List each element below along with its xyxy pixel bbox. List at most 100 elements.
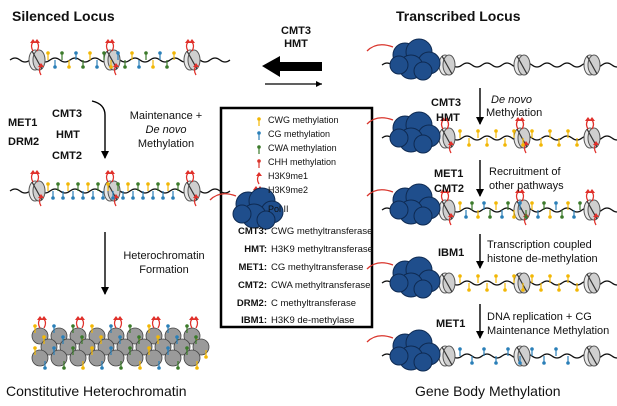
- hetero-mark-a-2: [71, 324, 75, 333]
- left-strand-1-methyl-mark-5: [81, 60, 85, 69]
- right-strand-5-nucleosome-1: [513, 345, 531, 367]
- hetero-mark-a-24: [147, 346, 151, 355]
- left-strand-2-methyl-mark-20: [146, 182, 150, 191]
- right-strand-5-methyl-mark-5: [518, 356, 522, 365]
- right-strand-4: [366, 256, 617, 299]
- hetero-h3k9-icon-4: [113, 316, 123, 329]
- hetero-nucleosome-19: [50, 349, 68, 367]
- right-strand-3-methyl-mark-15: [548, 210, 552, 219]
- legend-chh-icon: [257, 159, 261, 168]
- hetero-nucleosome-22: [107, 349, 125, 367]
- hetero-mark-a-12: [99, 335, 103, 344]
- legend-chh-label: CHH methylation: [268, 157, 337, 167]
- left-strand-2-methyl-mark-24: [166, 182, 170, 191]
- left-strand-2-methyl-mark-13: [111, 191, 115, 200]
- right-strand-3-methyl-mark-9: [512, 210, 516, 219]
- hetero-h3k9-icon-6: [151, 316, 161, 329]
- left-strand-2: [9, 170, 231, 207]
- hetero-nucleosome-15: [154, 338, 172, 356]
- right-strand-4-methyl-mark-12: [566, 274, 570, 283]
- right-strand-5-methyl-mark-7: [542, 356, 546, 365]
- right-strand-5-methyl-mark-3: [494, 356, 498, 365]
- left-strand-1-nucleosome-1-h3k9-icon: [105, 39, 115, 52]
- left-strand-2-methyl-mark-9: [91, 191, 95, 200]
- hetero-mark-a-25: [166, 346, 170, 355]
- left-strand-1-nucleosome-0-h3k9me1-icon: [38, 63, 44, 76]
- legend-cwg-icon: [257, 117, 261, 126]
- right-strand-3-nucleosome-2-h3k9me1-icon: [593, 213, 599, 226]
- left-strand-2-methyl-mark-16: [126, 182, 130, 191]
- right-strand-4-methyl-mark-4: [494, 274, 498, 283]
- right-strand-3-methyl-mark-3: [476, 210, 480, 219]
- hetero-nucleosome-10: [59, 338, 77, 356]
- right-strand-3-methyl-mark-13: [536, 210, 540, 219]
- left-strand-1: [9, 39, 231, 76]
- right-step4-enzyme-met1: MET1: [436, 318, 466, 330]
- left-step2-line2: Formation: [139, 264, 189, 276]
- left-strand-2-methyl-mark-11: [101, 191, 105, 200]
- left-strand-1-methyl-mark-9: [109, 60, 113, 69]
- right-strand-2-methyl-mark-10: [548, 129, 552, 138]
- right-strand-3-methyl-mark-11: [524, 210, 528, 219]
- left-strand-1-methyl-mark-1: [53, 60, 57, 69]
- hetero-mark-a-22: [109, 346, 113, 355]
- legend-h3k9me2-label: H3K9me2: [268, 185, 309, 195]
- right-strand-2-methyl-mark-0: [458, 129, 462, 138]
- right-strand-3-methyl-mark-20: [578, 201, 582, 210]
- hetero-nucleosome-12: [97, 338, 115, 356]
- left-strand-2-nucleosome-0-h3k9me1-icon: [38, 194, 44, 207]
- left-strand-1-nucleosome-0-h3k9-icon: [30, 39, 40, 52]
- right-strand-2-methyl-mark-8: [530, 129, 534, 138]
- right-strand-2-methyl-mark-13: [575, 138, 579, 147]
- legend-enzyme-desc-met1: CG methyltransferase: [271, 262, 364, 273]
- hetero-mark-a-15: [156, 335, 160, 344]
- left-strand-1-methyl-mark-3: [67, 60, 71, 69]
- left-step2-line1: Heterochromatin: [123, 250, 205, 262]
- left-strand-1-methyl-mark-2: [60, 51, 64, 60]
- right-strand-1: [366, 38, 617, 81]
- hetero-mark-b-24: [157, 361, 161, 370]
- hetero-mark-a-4: [109, 324, 113, 333]
- left-step1-line1: Maintenance +: [129, 110, 203, 122]
- direction-arrow-icon: [262, 56, 322, 87]
- right-strand-3-nucleosome-1-h3k9-icon: [515, 189, 525, 202]
- right-strand-5-methyl-mark-2: [482, 347, 486, 356]
- right-step3-line1: Transcription coupled: [487, 239, 592, 251]
- right-strand-2-methyl-mark-9: [539, 138, 543, 147]
- hetero-mark-b-23: [138, 361, 142, 370]
- right-strand-2-methyl-mark-7: [521, 138, 525, 147]
- hetero-mark-a-19: [52, 346, 56, 355]
- hetero-nucleosome-24: [145, 349, 163, 367]
- left-strand-1-methyl-mark-18: [172, 51, 176, 60]
- right-strand-5-methyl-mark-9: [566, 356, 570, 365]
- hetero-nucleosome-26: [183, 349, 201, 367]
- right-strand-4-methyl-mark-2: [476, 274, 480, 283]
- hetero-h3k9-icon-0: [37, 316, 47, 329]
- right-step3-line2: histone de-methylation: [487, 253, 598, 265]
- right-step4-line2: Maintenance Methylation: [487, 325, 610, 337]
- right-strand-2-nucleosome-0-h3k9-icon: [440, 117, 450, 130]
- right-step4-line1: DNA replication + CG: [487, 311, 592, 323]
- left-strand-2-methyl-mark-17: [131, 191, 135, 200]
- legend-enzyme-abbr-hmt: HMT:: [244, 244, 267, 255]
- left-strand-1-methyl-mark-12: [130, 51, 134, 60]
- legend-cwa-icon: [257, 145, 261, 154]
- right-strand-5-nucleosome-0: [438, 345, 456, 367]
- legend-cg-label: CG methylation: [268, 129, 331, 139]
- right-step2-enzyme-met1: MET1: [434, 168, 464, 180]
- right-strand-2-nucleosome-2-h3k9-icon: [585, 117, 595, 130]
- right-strand-3-methyl-mark-10: [518, 201, 522, 210]
- hetero-mark-a-9: [42, 335, 46, 344]
- legend-enzyme-abbr-met1: MET1:: [238, 262, 268, 273]
- hetero-mark-a-6: [147, 324, 151, 333]
- right-strand-2-nucleosome-2-h3k9me1-icon: [593, 141, 599, 154]
- right-strand-3-methyl-mark-4: [482, 201, 486, 210]
- right-strand-3-methyl-mark-1: [464, 210, 468, 219]
- right-strand-1-nucleosome-2: [583, 54, 601, 76]
- hetero-nucleosome-25: [164, 349, 182, 367]
- hetero-h3k9-icon-2: [75, 316, 85, 329]
- left-strand-1-nucleosome-2-h3k9me1-icon: [193, 63, 199, 76]
- right-strand-4-methyl-mark-13: [575, 283, 579, 292]
- left-strand-2-methyl-mark-18: [136, 182, 140, 191]
